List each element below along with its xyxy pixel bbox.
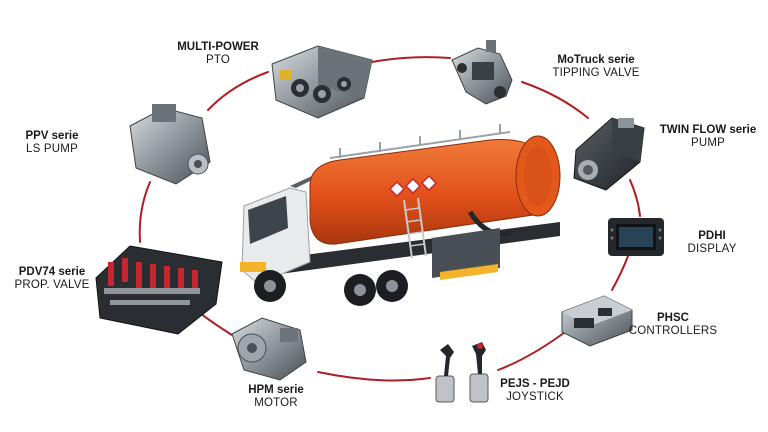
label-display: PDHI DISPLAY: [672, 230, 752, 256]
label-twin-flow-pump: TWIN FLOW serie PUMP: [648, 124, 768, 150]
ring-arc-pto-to-valve: [371, 56, 451, 63]
label-ls-pump-title: PPV serie: [25, 130, 79, 142]
ring-arc-controllers-to-joystick: [497, 329, 569, 371]
label-pto: MULTI-POWER PTO: [148, 41, 288, 67]
label-motor-title: HPM serie: [248, 384, 304, 396]
ring-arc-valve-to-pump: [521, 81, 589, 119]
ring-arc-lspump-to-pto: [207, 71, 269, 111]
label-joystick: PEJS - PEJD JOYSTICK: [480, 378, 590, 404]
label-joystick-title: PEJS - PEJD: [500, 378, 570, 390]
display-screen-icon: [608, 218, 664, 256]
label-controllers-title: PHSC: [657, 312, 689, 324]
label-display-subtitle: DISPLAY: [687, 242, 737, 255]
label-twin-flow-pump-subtitle: PUMP: [690, 136, 726, 149]
ring-arc-pump-to-display: [629, 179, 641, 217]
label-prop-valve: PDV74 serie PROP. VALVE: [4, 266, 100, 292]
label-prop-valve-subtitle: PROP. VALVE: [14, 278, 90, 291]
label-joystick-subtitle: JOYSTICK: [506, 390, 564, 403]
label-pto-subtitle: PTO: [205, 53, 231, 66]
label-display-title: PDHI: [698, 230, 726, 242]
label-ls-pump-subtitle: LS PUMP: [26, 142, 78, 155]
pto-gearbox-icon: [271, 45, 373, 119]
label-tipping-valve: MoTruck serie TIPPING VALVE: [536, 54, 656, 80]
ring-arc-joystick-to-motor: [317, 371, 431, 382]
label-motor-subtitle: MOTOR: [254, 396, 298, 409]
tipping-valve-icon: [451, 40, 513, 105]
label-controllers-subtitle: CONTROLLERS: [628, 324, 718, 337]
piston-pump-icon: [573, 117, 645, 191]
hydraulic-motor-icon: [231, 317, 307, 381]
label-prop-valve-title: PDV74 serie: [18, 266, 86, 278]
label-motor: HPM serie MOTOR: [228, 384, 324, 410]
label-pto-title: MULTI-POWER: [177, 41, 259, 53]
label-tipping-valve-title: MoTruck serie: [557, 54, 635, 66]
joystick-icon: [435, 342, 489, 403]
vacuum-tanker-truck-icon: [240, 124, 561, 306]
label-twin-flow-pump-title: TWIN FLOW serie: [659, 124, 757, 136]
connection-ring: [138, 56, 641, 382]
label-controllers: PHSC CONTROLLERS: [618, 312, 728, 338]
ring-arc-valve-to-lspump: [138, 181, 151, 243]
label-tipping-valve-subtitle: TIPPING VALVE: [552, 66, 640, 79]
ring-arc-display-to-controllers: [611, 255, 629, 291]
label-ls-pump: PPV serie LS PUMP: [12, 130, 92, 156]
controller-unit-icon: [561, 295, 633, 347]
ls-pump-icon: [129, 104, 211, 185]
valve-bank-icon: [95, 245, 223, 335]
